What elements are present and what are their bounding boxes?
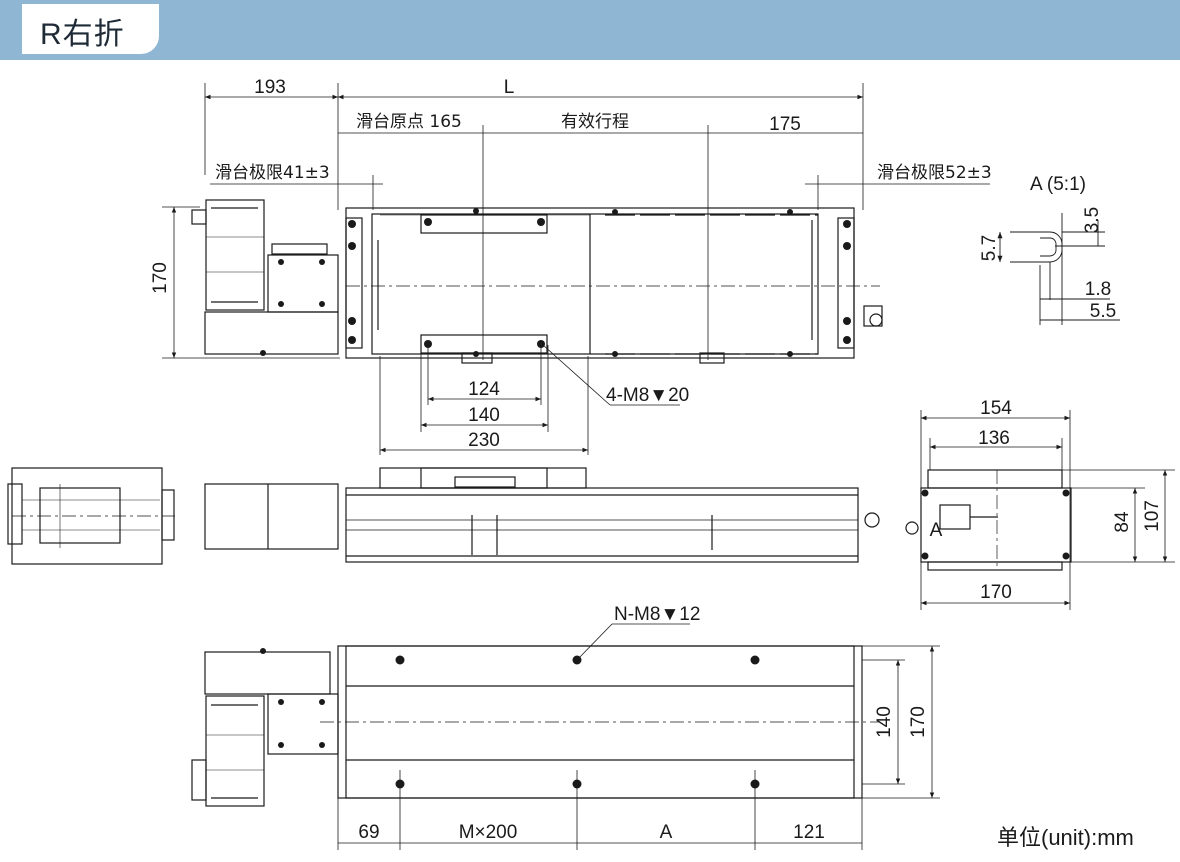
end-view-holes: [921, 489, 1070, 560]
dim-84: 84: [1112, 511, 1133, 533]
dim-5-5: 5.5: [1090, 301, 1116, 322]
dim-170-left: 170: [150, 262, 171, 294]
dim-170-end: 170: [980, 582, 1012, 603]
top-view: [162, 83, 990, 455]
dim-m200: M×200: [459, 822, 518, 843]
top-view-holes: [260, 208, 851, 357]
origin-label: 滑台原点 165: [356, 112, 462, 132]
side-view: [7, 467, 880, 565]
hole-callout-top: 4-M8▼20: [606, 385, 689, 406]
bottom-view-holes: [260, 648, 760, 789]
detail-a-view: [997, 213, 1120, 325]
dim-230: 230: [468, 430, 500, 451]
dim-175: 175: [769, 114, 801, 135]
title-tab: [22, 4, 159, 54]
dim-3-5: 3.5: [1082, 207, 1103, 233]
dim-154: 154: [980, 398, 1012, 419]
page-title: R右折: [40, 18, 125, 51]
dim-170-bottom: 170: [908, 706, 929, 738]
dim-1-8: 1.8: [1085, 279, 1111, 300]
dim-69: 69: [358, 822, 379, 843]
stroke-label: 有效行程: [561, 112, 629, 132]
header-bar: [0, 0, 1180, 60]
limit-right: 滑台极限52±3: [877, 163, 992, 183]
end-view: [905, 410, 1175, 610]
dim-107: 107: [1142, 500, 1163, 532]
bottom-view: [191, 623, 940, 850]
dim-a: A: [660, 822, 673, 843]
marker-a: A: [930, 520, 943, 541]
dim-5-7: 5.7: [979, 235, 1000, 261]
dim-193: 193: [254, 77, 286, 98]
dim-136: 136: [978, 428, 1010, 449]
unit-label: 单位(unit):mm: [997, 825, 1134, 850]
dim-l: L: [504, 77, 515, 98]
dim-140-top: 140: [468, 405, 500, 426]
dim-140-bottom: 140: [874, 706, 895, 738]
dim-124: 124: [468, 379, 500, 400]
dim-121: 121: [793, 822, 825, 843]
limit-left: 滑台极限41±3: [215, 163, 330, 183]
hole-callout-bottom: N-M8▼12: [614, 604, 700, 625]
detail-a-title: A (5:1): [1030, 174, 1086, 195]
